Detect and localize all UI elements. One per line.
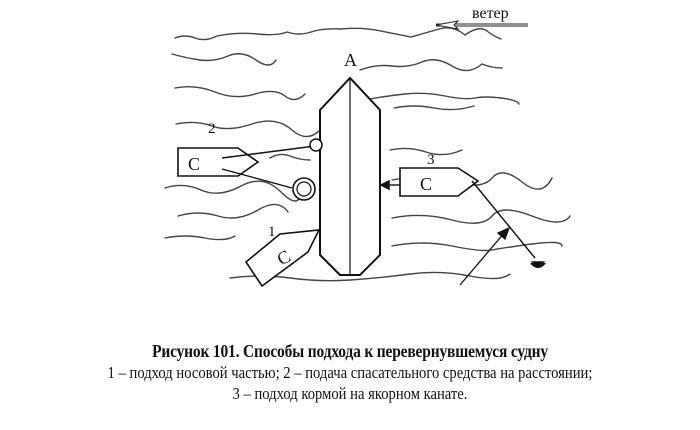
boat-1-number: 1 <box>268 224 276 240</box>
capsized-vessel <box>319 76 381 276</box>
caption-title: Рисунок 101. Способы подхода к переверну… <box>152 341 548 361</box>
diagram-canvas: ветер A C 2 C 3 C 1 <box>164 5 571 288</box>
caption-legend-line-2: 3 – подход кормой на якорном канате. <box>232 384 468 403</box>
lifebuoy-small-icon <box>309 138 323 152</box>
boat-2-letter: C <box>188 154 200 174</box>
boat-2-number: 2 <box>208 121 216 137</box>
current-arrow-icon <box>459 226 511 286</box>
lifebuoy-ring-icon <box>292 177 316 201</box>
wind-label: ветер <box>472 5 509 22</box>
boat-3 <box>379 167 546 268</box>
vessel-label: A <box>344 50 357 70</box>
figure-caption: Рисунок 101. Способы подхода к переверну… <box>0 340 700 404</box>
wind-arrow-icon: ветер <box>435 5 528 30</box>
caption-legend-line-1: 1 – подход носовой частью; 2 – подача сп… <box>107 363 593 382</box>
boat-3-letter: C <box>420 174 432 194</box>
boat-2 <box>177 145 316 189</box>
boat-1 <box>244 229 321 288</box>
boat-3-number: 3 <box>427 152 435 168</box>
